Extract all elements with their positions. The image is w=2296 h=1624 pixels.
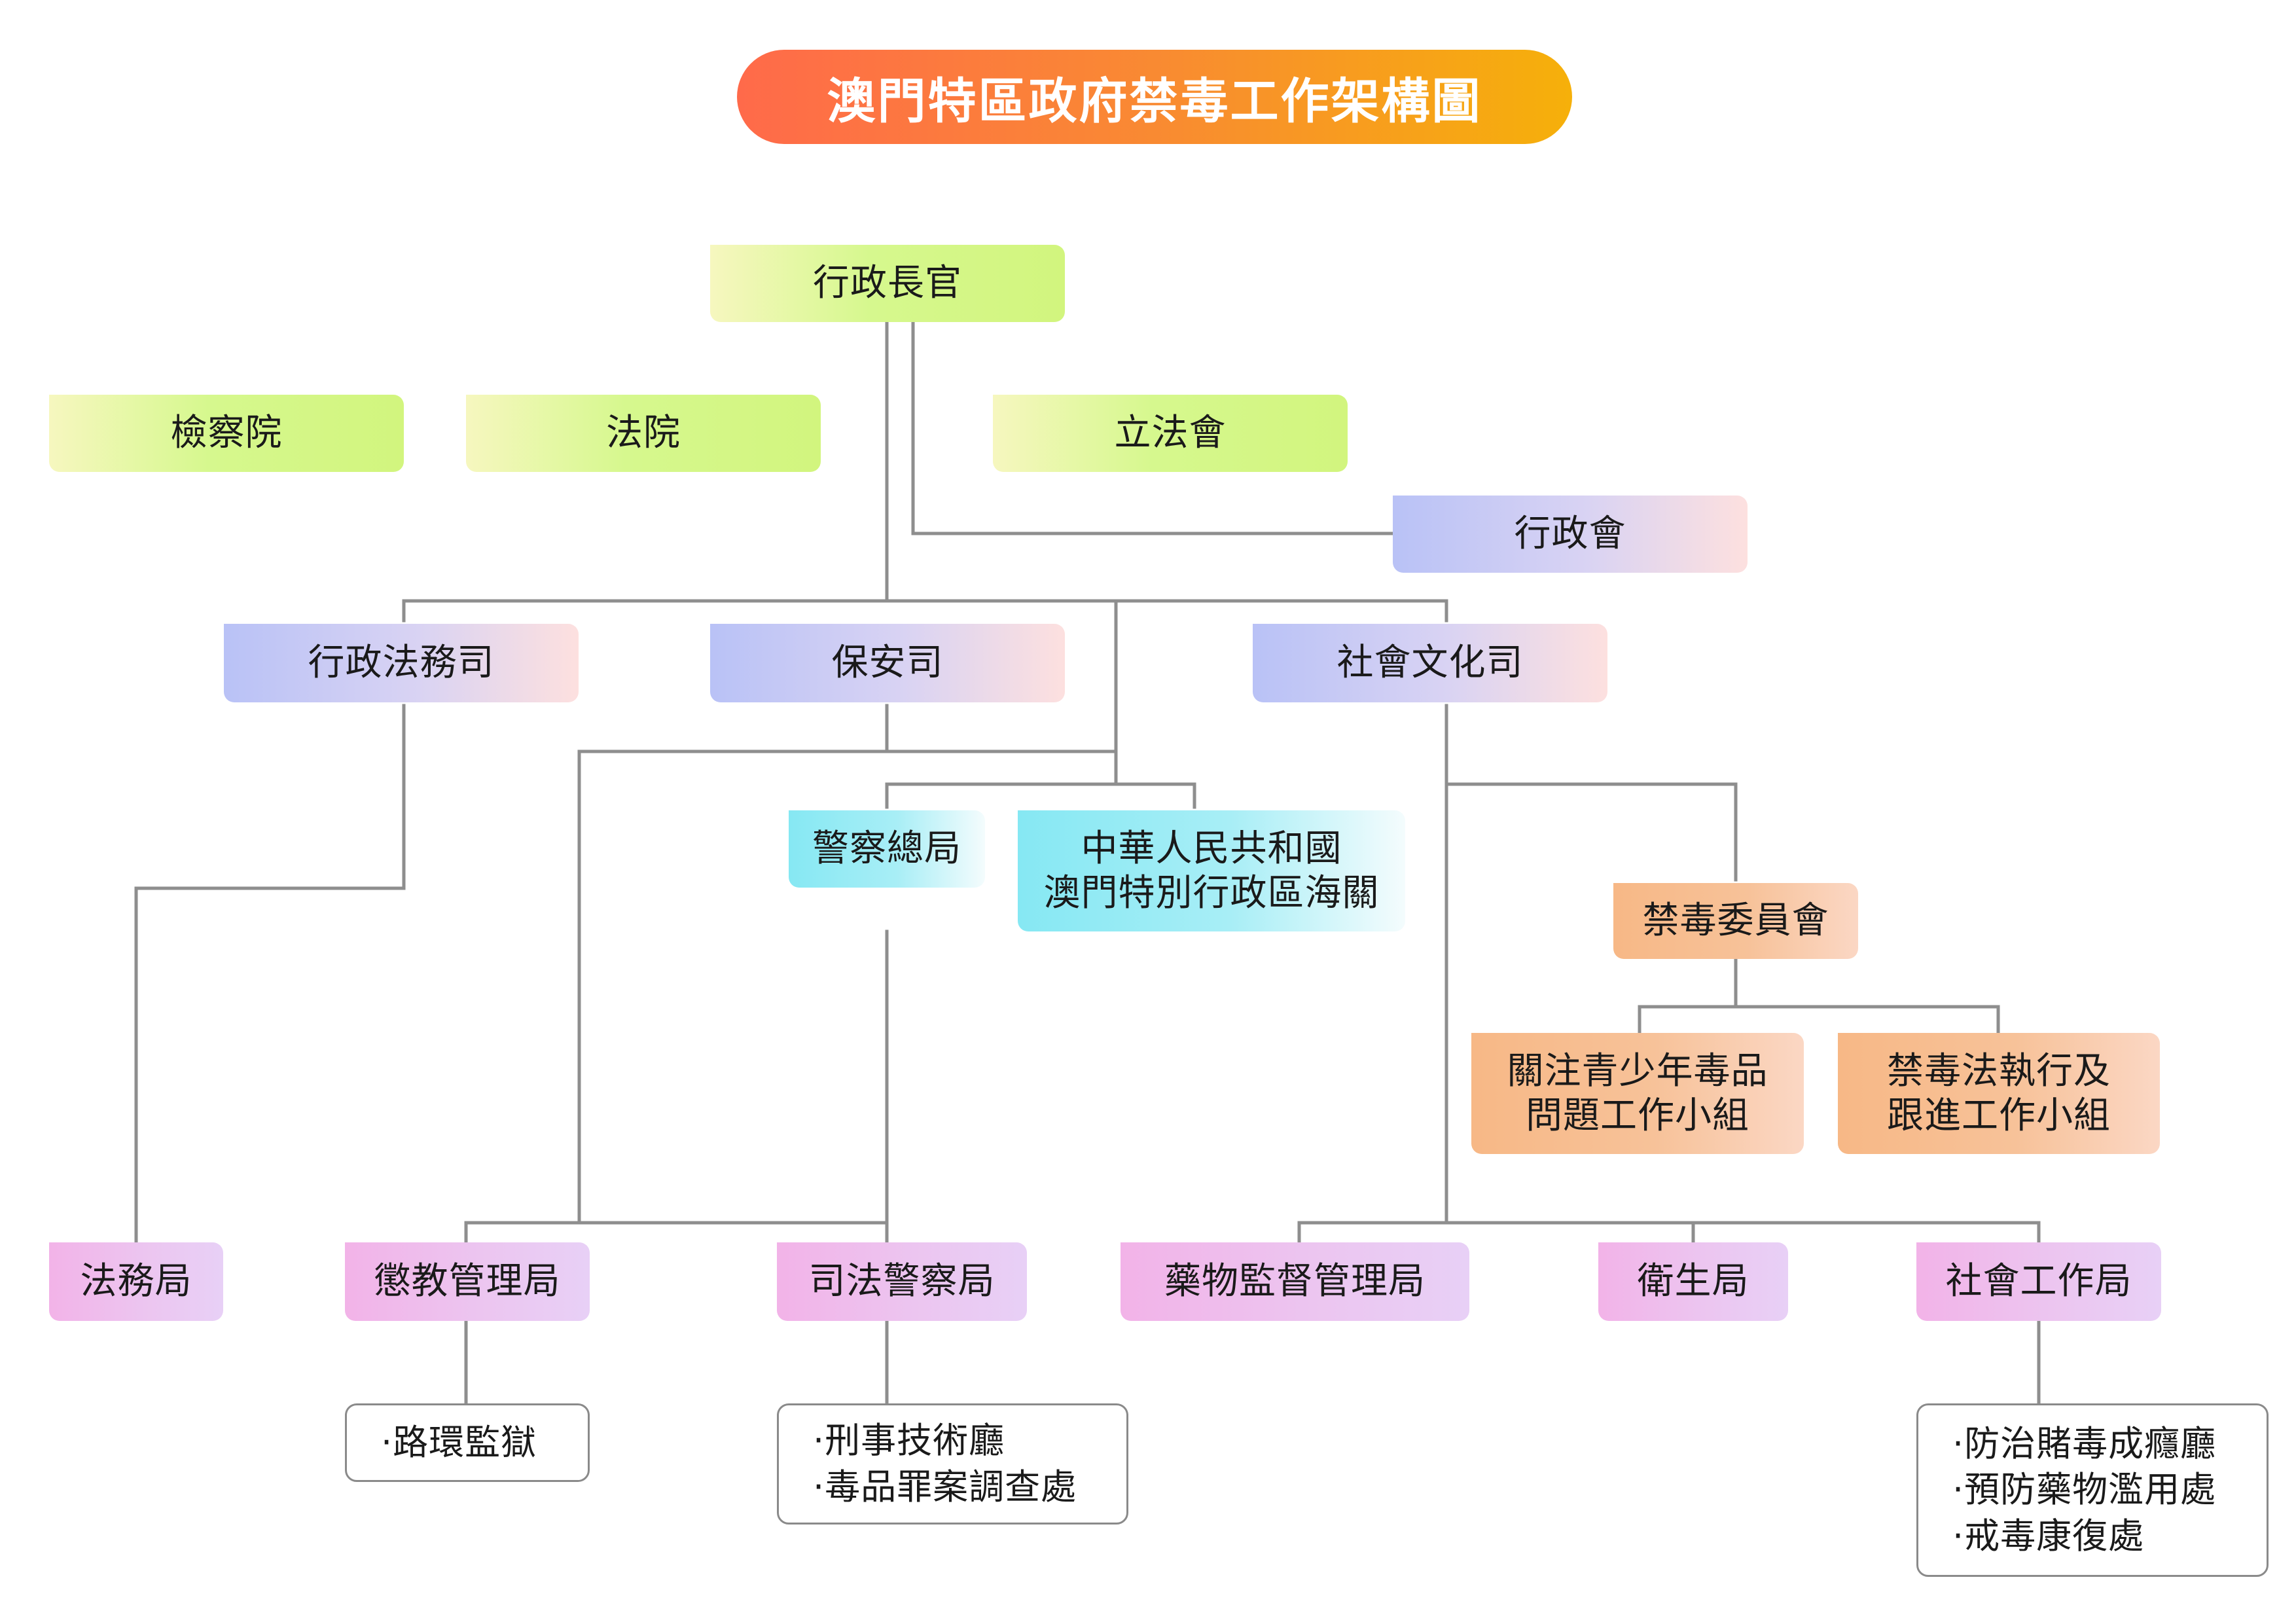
node-customs-line-2: 澳門特別行政區海關 [1043, 871, 1380, 914]
node-admin-justice: 行政法務司 [224, 624, 579, 702]
node-law-line-1: 禁毒法執行及 [1887, 1050, 2111, 1093]
subunits-correctional: ·路環監獄 [345, 1403, 590, 1482]
connector [1297, 1221, 2041, 1244]
node-psp: 警察總局 [789, 810, 985, 888]
node-health: 衛生局 [1598, 1242, 1788, 1321]
node-social-welfare: 社會工作局 [1916, 1242, 2161, 1321]
node-chief-executive: 行政長官 [710, 245, 1065, 322]
chart-title: 澳門特區政府禁毒工作架構圖 [737, 50, 1572, 144]
node-correctional: 懲教管理局 [345, 1242, 590, 1321]
subunit-item: ·毒品罪案調查處 [813, 1466, 1077, 1507]
subunits-judiciary-police: ·刑事技術廳 ·毒品罪案調查處 [777, 1403, 1128, 1525]
node-courts: 法院 [466, 395, 821, 472]
node-law-working-group: 禁毒法執行及 跟進工作小組 [1838, 1033, 2160, 1154]
connector [911, 320, 1395, 535]
node-customs: 中華人民共和國 澳門特別行政區海關 [1018, 810, 1405, 931]
connector [134, 704, 406, 1244]
node-drug-admin: 藥物監督管理局 [1121, 1242, 1469, 1321]
node-anti-drug-commission: 禁毒委員會 [1613, 883, 1858, 959]
connector [1444, 782, 1738, 882]
node-judiciary-police: 司法警察局 [777, 1242, 1027, 1321]
connector [464, 1221, 889, 1244]
node-youth-working-group: 關注青少年毒品 問題工作小組 [1471, 1033, 1804, 1154]
connector [1638, 1005, 2000, 1035]
connector [577, 749, 1118, 1225]
subunit-item: ·防治賭毒成癮廳 [1952, 1423, 2217, 1465]
connector [885, 782, 1196, 809]
subunits-social-welfare: ·防治賭毒成癮廳 ·預防藥物濫用處 ·戒毒康復處 [1916, 1403, 2269, 1577]
subunit-item: ·路環監獄 [381, 1421, 537, 1463]
node-security: 保安司 [710, 624, 1065, 702]
node-youth-line-2: 問題工作小組 [1526, 1094, 1749, 1137]
node-procuratorate: 檢察院 [49, 395, 404, 472]
connector [402, 599, 1448, 623]
node-executive-council: 行政會 [1393, 496, 1748, 573]
subunit-item: ·戒毒康復處 [1952, 1515, 2145, 1557]
subunit-item: ·刑事技術廳 [813, 1420, 1005, 1462]
node-legislative-assembly: 立法會 [993, 395, 1348, 472]
node-youth-line-1: 關注青少年毒品 [1507, 1050, 1768, 1093]
node-dsaj: 法務局 [49, 1242, 223, 1321]
node-law-line-2: 跟進工作小組 [1887, 1094, 2111, 1137]
node-social-culture: 社會文化司 [1253, 624, 1607, 702]
subunit-item: ·預防藥物濫用處 [1952, 1469, 2217, 1511]
node-customs-line-1: 中華人民共和國 [1081, 827, 1342, 871]
